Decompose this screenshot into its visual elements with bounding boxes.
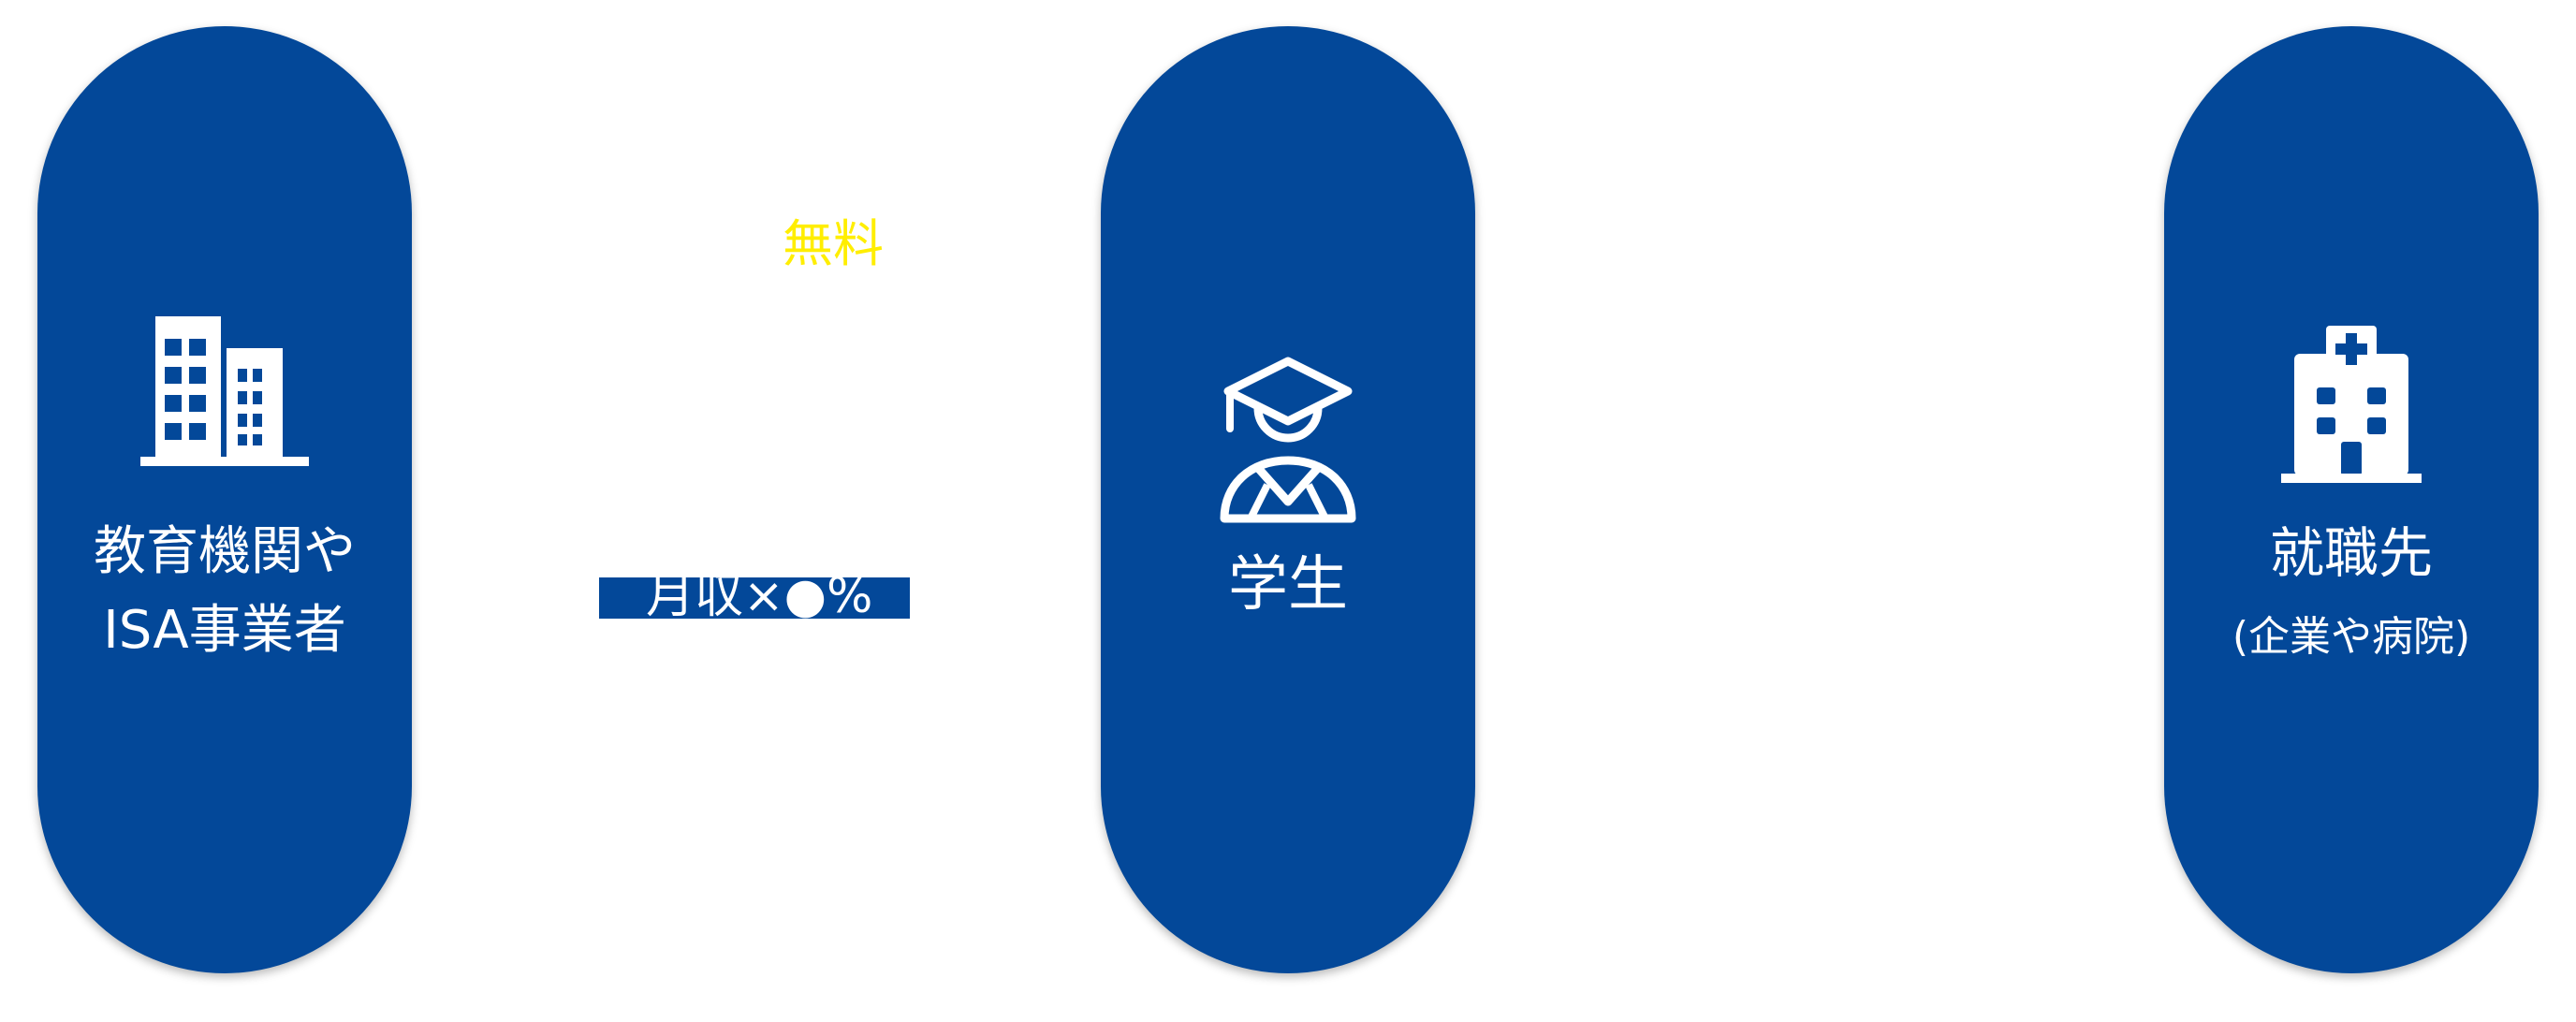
student-label: 学生 xyxy=(1228,550,1348,620)
fee-flow-box: 月収×●% xyxy=(599,568,910,624)
institution-label: 教育機関や ISA事業者 xyxy=(37,513,412,670)
institution-label-line1: 教育機関や xyxy=(94,521,356,582)
free-flow-label: 無料 xyxy=(783,214,884,273)
employer-sublabel: (企業や病院) xyxy=(2232,613,2471,661)
employer-label: 就職先 xyxy=(2269,521,2433,585)
office-building-icon xyxy=(140,316,309,466)
student-node: 学生 xyxy=(1101,26,1475,973)
institution-label-line2: ISA事業者 xyxy=(103,600,346,661)
graduate-icon xyxy=(1220,357,1356,523)
fee-flow-label: 月収×●% xyxy=(646,568,873,624)
employer-node: 就職先 (企業や病院) xyxy=(2164,26,2539,973)
hospital-icon xyxy=(2281,326,2422,483)
institution-node: 教育機関や ISA事業者 xyxy=(37,26,412,973)
